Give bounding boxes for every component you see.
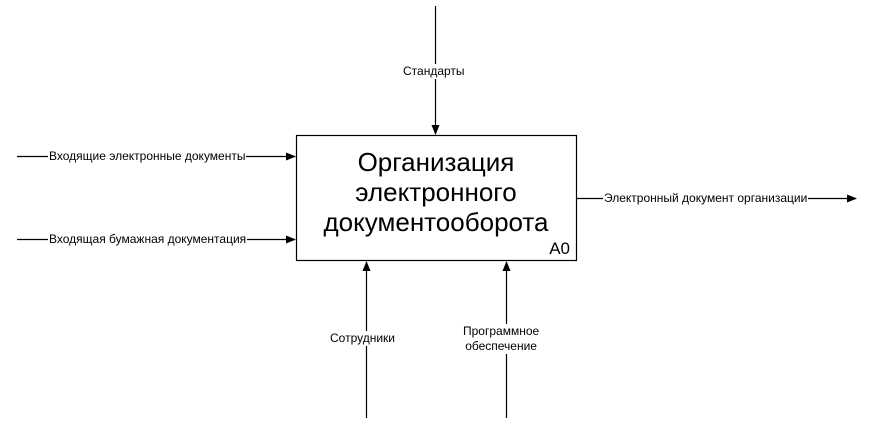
input-label-1: Входящие электронные документы xyxy=(48,149,247,164)
activity-title: Организация электронного документооборот… xyxy=(296,135,576,260)
mechanism-label-software-line: обеспечение xyxy=(465,339,537,353)
mechanism-label-staff: Сотрудники xyxy=(329,331,396,346)
activity-title-line: электронного xyxy=(355,176,517,207)
output-label: Электронный документ организации xyxy=(603,191,809,206)
mechanism-label-software-line: Программное xyxy=(463,324,540,338)
control-label: Стандарты xyxy=(402,64,466,79)
input-label-2: Входящая бумажная документация xyxy=(48,232,248,247)
mechanism-label-software: Программное обеспечение xyxy=(462,324,541,354)
activity-title-line: Организация xyxy=(357,146,515,177)
activity-box xyxy=(295,134,578,262)
activity-title-line: документооборота xyxy=(323,206,549,237)
node-id: A0 xyxy=(549,239,570,258)
